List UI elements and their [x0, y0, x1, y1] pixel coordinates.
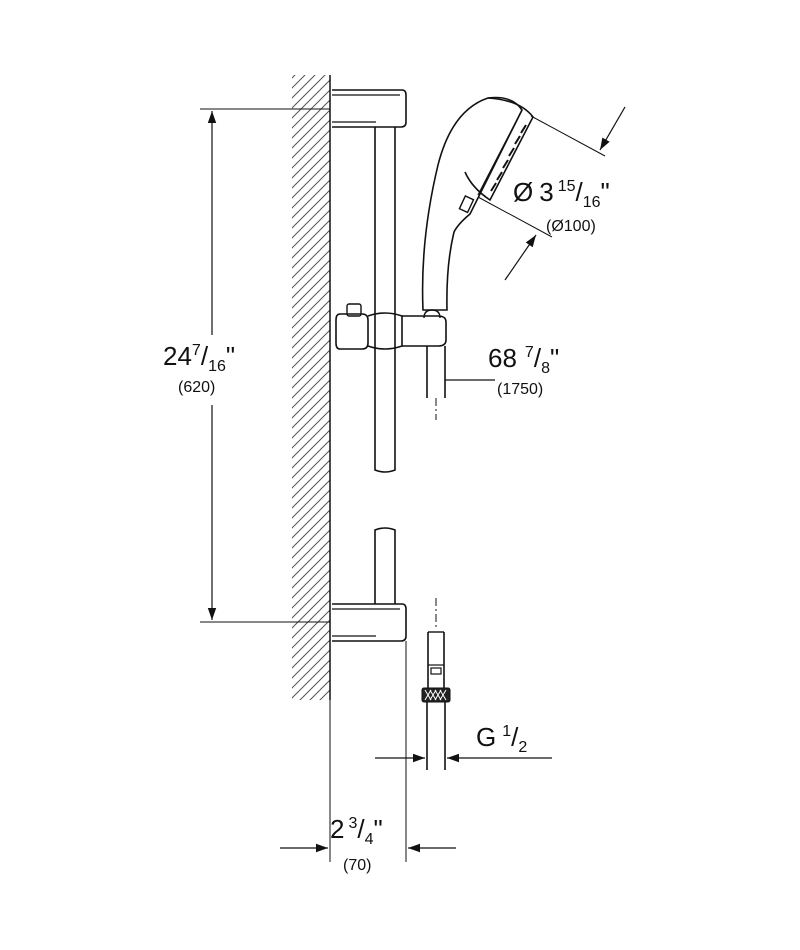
svg-text:247/16": 247/16" — [163, 341, 235, 375]
svg-text:23/4": 23/4" — [330, 814, 383, 848]
bottom-wall-bracket — [332, 603, 407, 642]
hose-length-numerator: 7 — [525, 344, 534, 361]
diameter-metric: (Ø100) — [546, 218, 596, 235]
svg-text:687/8": 687/8" — [488, 343, 559, 377]
height-dimension: 247/16" (620) — [163, 108, 330, 623]
hose-length-metric: (1750) — [497, 381, 543, 398]
hose-nut — [421, 687, 451, 703]
hose-length-whole: 68 — [488, 343, 517, 373]
projection-whole: 2 — [330, 814, 344, 844]
hose-length-denominator: 8 — [541, 360, 550, 377]
diameter-denominator: 16 — [583, 194, 601, 211]
height-unit: " — [226, 341, 235, 371]
hand-shower — [421, 96, 534, 311]
spray-face-nozzles — [490, 124, 527, 192]
wall-hatching — [292, 75, 330, 700]
shower-hose — [421, 346, 451, 770]
height-numerator: 7 — [192, 342, 201, 359]
diameter-unit: " — [601, 177, 610, 207]
diameter-numerator: 15 — [558, 178, 576, 195]
height-whole: 24 — [163, 341, 192, 371]
wall — [292, 75, 331, 700]
shower-rail — [374, 127, 396, 604]
top-wall-bracket — [332, 89, 407, 128]
projection-metric: (70) — [343, 857, 371, 874]
projection-numerator: 3 — [348, 815, 357, 832]
diameter-whole: 3 — [539, 177, 553, 207]
hose-length-unit: " — [550, 343, 559, 373]
height-denominator: 16 — [208, 358, 226, 375]
height-metric: (620) — [178, 379, 215, 396]
projection-unit: " — [374, 814, 383, 844]
projection-denominator: 4 — [365, 831, 374, 848]
svg-text:G1/2: G1/2 — [476, 722, 527, 756]
thread-prefix: G — [476, 722, 496, 752]
diameter-symbol: Ø — [513, 177, 533, 207]
thread-numerator: 1 — [502, 723, 511, 740]
thread-denominator: 2 — [518, 739, 527, 756]
